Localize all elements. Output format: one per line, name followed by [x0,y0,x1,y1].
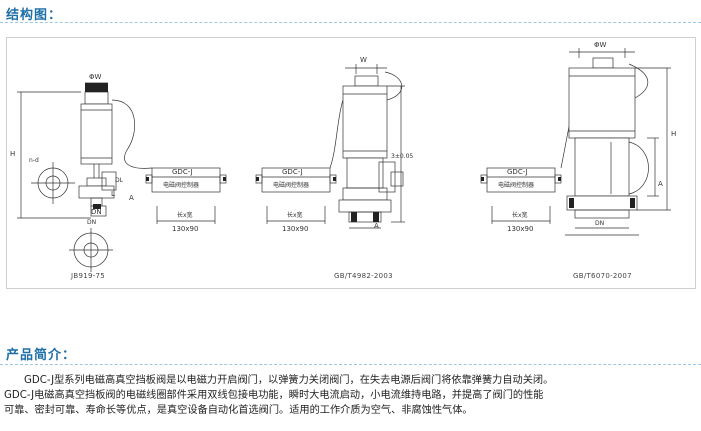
valve-1-dn-sub-label: DN [87,219,96,226]
controller-3-connector-right [558,177,561,181]
controller-2-size-label: 长x宽 [287,211,303,219]
controller-3-connector-left [481,177,484,181]
controller-2-connector-left [256,177,259,181]
valve-1-l-label: L [111,190,115,198]
intro-line-3: 可靠、密封可靠、寿命长等优点，是真空设备自动化首选阀门。适用的工作介质为空气、非… [4,405,473,416]
controller-2-model: GDC-J [282,168,303,176]
valve-3-drawing [565,48,671,236]
controller-3-size-label: 长x宽 [512,211,528,219]
valve-3-diameter-label: ΦW [594,41,607,49]
controller-1-size-label: 长x宽 [177,211,193,219]
product-intro: GDC-J型系列电磁高真空挡板阀是以电磁力开启阀门，以弹簧力关闭阀门，在失去电源… [4,373,694,418]
valve-1-cap [85,83,108,92]
controller-1-dims: 130x90 [172,225,198,233]
product-section-divider [0,364,701,365]
controller-3-model: GDC-J [507,168,528,176]
valve-1-port [93,204,101,209]
controller-3-drawing [480,89,578,224]
controller-2-name: 电磁阀控制器 [273,181,309,189]
controller-2-connector-right [333,177,336,181]
valve-1-diameter-label: ΦW [89,73,102,81]
valve-1-dn-label: DN [91,208,102,216]
valve-2-standard: GB/T4982-2003 [334,272,393,280]
structure-section-divider [0,22,701,23]
valve-1-dl-label: DL [115,177,124,184]
valve-3-standard: GB/T6070-2007 [573,272,632,280]
valve-3-bolt-right [630,198,635,208]
valve-3-dn-label: DN [595,220,604,227]
controller-1-connector-left [146,177,149,181]
controller-3-dims: 130x90 [507,225,533,233]
valve-3-height-label: H [671,130,676,138]
valve-2-a-label: A [374,222,379,230]
controller-2-dims: 130x90 [282,225,308,233]
controller-1-name: 电磁阀控制器 [163,181,199,189]
valve-1-standard: JB919-75 [70,272,105,280]
controller-3-name: 电磁阀控制器 [498,181,534,189]
valve-2-tolerance-label: 3±0.05 [391,153,413,160]
valve-1-holes-label: n-d [29,157,39,164]
valve-1-height-label: H [10,150,15,158]
structure-diagram-drawing: ΦW H n-d DN DN L DL A JB919-75 GDC-J 电磁阀… [10,41,676,280]
valve-3-bolt-left [569,198,574,208]
valve-2-bolt-right [373,212,379,222]
valve-3-a-label: A [658,180,663,188]
valve-2-bolt-left [351,212,357,222]
controller-2-drawing [255,99,344,224]
valve-1-drawing [17,82,153,272]
controller-1-connector-right [223,177,226,181]
product-section-title: 产品简介： [6,348,77,363]
valve-2-drawing [338,64,405,229]
intro-line-2: GDC-J电磁高真空挡板阀的电磁线圈部件采用双线包接电功能，瞬时大电流启动，小电… [4,390,544,401]
controller-1-model: GDC-J [172,168,193,176]
structure-section-title: 结构图： [6,8,63,23]
structure-diagram: ΦW H n-d DN DN L DL A JB919-75 GDC-J 电磁阀… [6,37,696,289]
valve-2-width-label: W [360,56,367,64]
valve-1-a-label: A [129,194,134,202]
intro-line-1: GDC-J型系列电磁高真空挡板阀是以电磁力开启阀门，以弹簧力关闭阀门，在失去电源… [24,375,554,386]
controller-1-drawing [145,167,227,224]
